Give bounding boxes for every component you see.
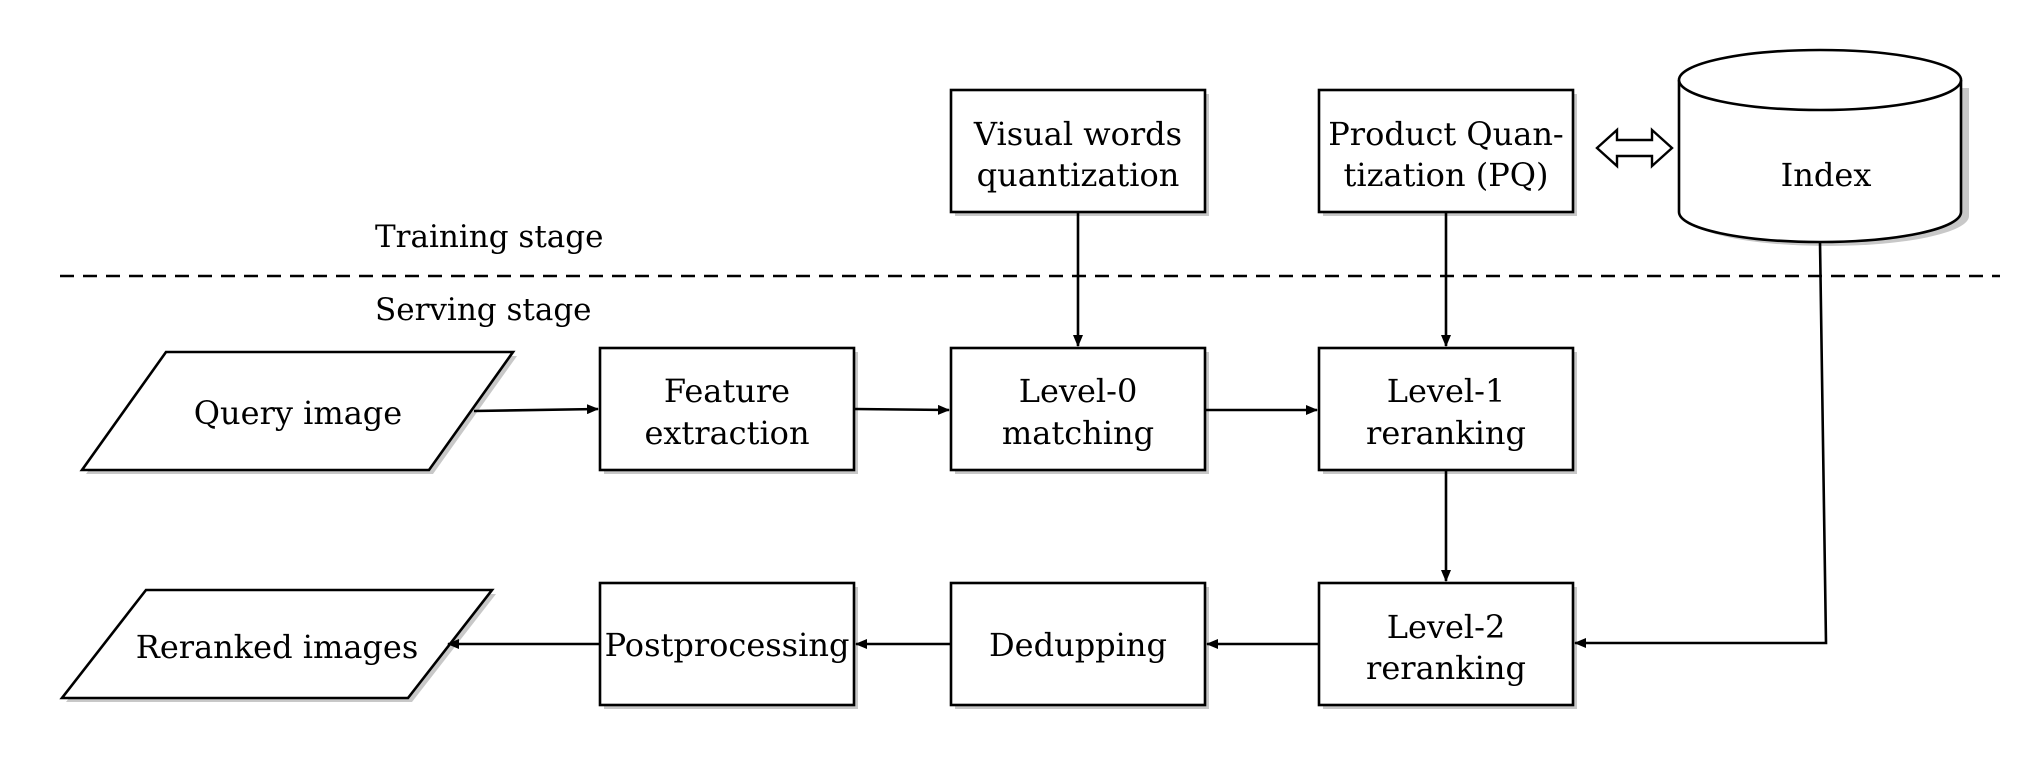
edge-feature-to-level0: [853, 404, 950, 415]
double-arrow-icon: [1595, 127, 1674, 169]
edge-query-to-feature: [473, 404, 599, 415]
feature-extraction-node: Feature extraction: [598, 346, 858, 474]
level1-label-1: Level-1: [1387, 372, 1506, 410]
dedupping-node: Dedupping: [949, 581, 1209, 709]
pq-label-2: tization (PQ): [1344, 156, 1549, 194]
query-image-node: Query image: [79, 350, 517, 474]
query-image-label: Query image: [194, 394, 402, 432]
visual-words-label-1: Visual words: [973, 115, 1182, 153]
index-node: Index: [1677, 48, 1969, 246]
feature-label-1: Feature: [664, 372, 790, 410]
postprocessing-node: Postprocessing: [598, 581, 858, 709]
postprocessing-label: Postprocessing: [605, 626, 850, 664]
feature-label-2: extraction: [644, 414, 809, 452]
dedupping-label: Dedupping: [989, 626, 1167, 664]
serving-stage-label: Serving stage: [375, 292, 592, 328]
pq-label-1: Product Quan-: [1328, 115, 1563, 153]
level0-label-1: Level-0: [1019, 372, 1138, 410]
pq-node: Product Quan- tization (PQ): [1317, 88, 1577, 216]
reranked-images-label: Reranked images: [136, 628, 419, 666]
level1-node: Level-1 reranking: [1317, 346, 1577, 474]
edge-index-to-level2: [1574, 241, 1828, 648]
level2-label-1: Level-2: [1387, 608, 1506, 646]
visual-words-label-2: quantization: [977, 156, 1180, 194]
reranked-images-node: Reranked images: [59, 588, 496, 702]
index-label: Index: [1781, 156, 1872, 194]
level0-node: Level-0 matching: [949, 346, 1209, 474]
level1-label-2: reranking: [1366, 414, 1526, 452]
level0-label-2: matching: [1002, 414, 1154, 452]
visual-words-node: Visual words quantization: [949, 88, 1209, 216]
level2-label-2: reranking: [1366, 649, 1526, 687]
training-stage-label: Training stage: [375, 219, 603, 255]
level2-node: Level-2 reranking: [1317, 581, 1577, 709]
